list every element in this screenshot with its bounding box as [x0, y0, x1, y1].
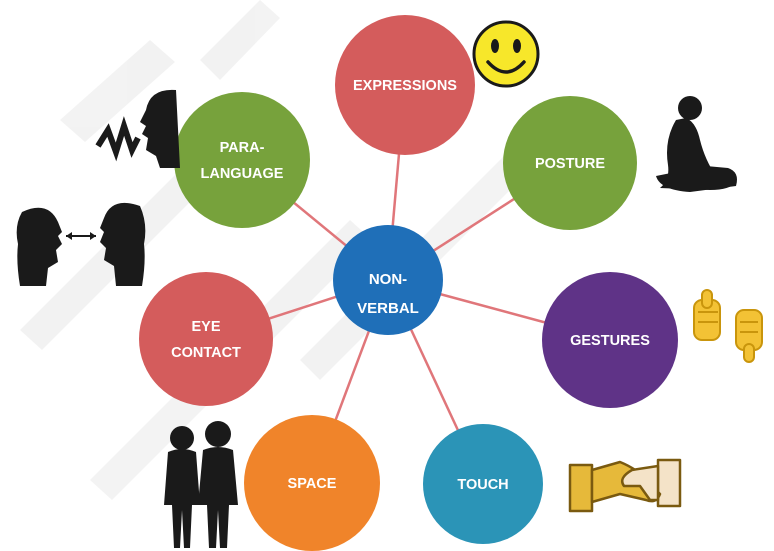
node-circle-posture [503, 96, 637, 230]
node-label-touch-1: TOUCH [457, 477, 508, 493]
center-node: NON- VERBAL [333, 225, 443, 335]
node-circle-gestures [542, 272, 678, 408]
eye-contact-faces-icon [16, 202, 146, 286]
handshake-icon [568, 458, 682, 513]
node-label-gestures-1: GESTURES [570, 333, 650, 349]
node-label-space-1: SPACE [288, 476, 337, 492]
node-label-paralanguage-2: LANGUAGE [201, 166, 284, 182]
node-circle-eye-contact [139, 272, 273, 406]
node-label-eye-contact-2: CONTACT [171, 345, 241, 361]
node-circle-touch [423, 424, 543, 544]
node-label-eye-contact-1: EYE [191, 319, 220, 335]
center-label-line-1: NON- [369, 271, 407, 288]
node-label-paralanguage-1: PARA- [220, 140, 265, 156]
speaking-head-icon [95, 89, 180, 168]
node-circle-space [244, 415, 380, 551]
node-eye-contact: EYE CONTACT [139, 272, 273, 406]
node-label-expressions-1: EXPRESSIONS [353, 78, 457, 94]
node-paralanguage: PARA- LANGUAGE [174, 92, 310, 228]
center-circle [333, 225, 443, 335]
node-expressions: EXPRESSIONS [335, 15, 475, 155]
node-space: SPACE [244, 415, 380, 551]
node-gestures: GESTURES [542, 272, 678, 408]
outer-nodes: EXPRESSIONS POSTURE GESTURES TOUCH SPACE EYE C… [139, 15, 678, 551]
node-posture: POSTURE [503, 96, 637, 230]
smiley-face-icon [472, 20, 540, 88]
node-circle-expressions [335, 15, 475, 155]
node-label-posture-1: POSTURE [535, 156, 605, 172]
thumbs-up-down-icon [693, 289, 763, 363]
center-label-line-2: VERBAL [357, 300, 419, 317]
node-circle-paralanguage [174, 92, 310, 228]
sitting-person-silhouette-icon [656, 96, 737, 192]
node-touch: TOUCH [423, 424, 543, 544]
two-people-silhouette-icon [164, 421, 238, 548]
